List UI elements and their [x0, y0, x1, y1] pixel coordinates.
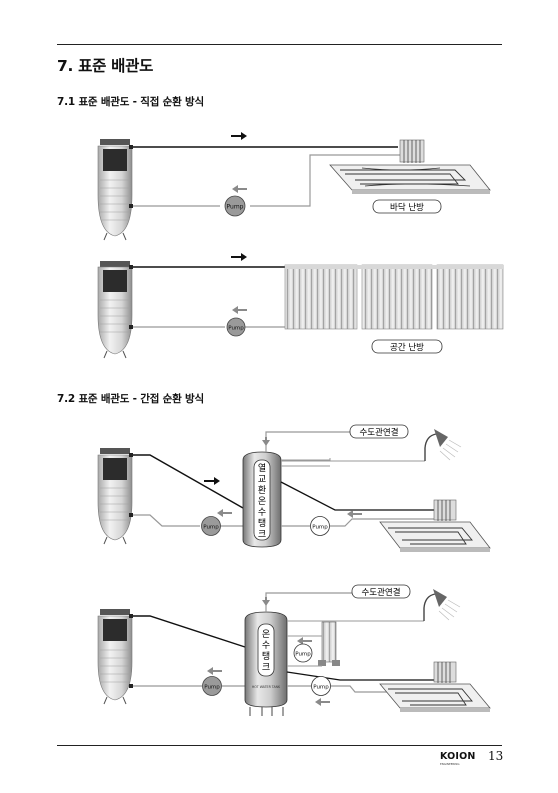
- return-arrow: [262, 597, 270, 606]
- return-arrow: [217, 509, 232, 517]
- supply-arrow: [231, 132, 247, 140]
- tank-label-char: 크: [262, 663, 270, 673]
- pump-icon: Pump: [311, 676, 331, 696]
- return-arrow: [232, 306, 247, 314]
- brand-sub: ENGINEERING: [440, 762, 460, 766]
- space-heating-label: 공간 난방: [390, 342, 424, 353]
- diagram-floor-heating: Pump 바닥 난방: [97, 132, 491, 241]
- pump-label: Pump: [312, 525, 328, 531]
- pump-label: Pump: [203, 525, 219, 531]
- pump-label: Pump: [313, 685, 329, 691]
- floor-heating-label: 바닥 난방: [390, 202, 424, 213]
- tank-label-char: 수: [258, 507, 266, 518]
- diagram-indirect-exchange-tank: Pump 열 교 환 온 수 탱 크 수도관연결: [97, 424, 491, 552]
- boiler-unit: [97, 261, 133, 359]
- pump-label: Pump: [227, 204, 244, 211]
- pump-label: Pump: [295, 652, 311, 658]
- water-connection-label-box: 수도관연결: [351, 584, 411, 599]
- radiators: [284, 264, 504, 330]
- tank-label-char: 크: [258, 530, 266, 540]
- section-7-1-heading: 7.1 표준 배관도 - 직접 순환 방식: [57, 96, 204, 108]
- floor-heating-panel: [379, 661, 491, 712]
- return-arrow: [262, 437, 270, 446]
- return-arrow: [347, 510, 362, 518]
- boiler-unit: [97, 448, 133, 545]
- tank-label-char: 온: [262, 629, 270, 640]
- pump-icon: Pump: [224, 195, 246, 217]
- floor-heating-label-box: 바닥 난방: [372, 199, 442, 214]
- brand-logo: KOIO͏N: [440, 751, 476, 762]
- supply-arrow: [204, 477, 220, 485]
- tank-label-char: 교: [258, 475, 266, 485]
- shower-head-icon: [423, 589, 461, 621]
- tank-label-char: 수: [262, 640, 270, 651]
- boiler-unit: [97, 609, 133, 705]
- section-7-2-heading: 7.2 표준 배관도 - 간접 순환 방식: [57, 393, 204, 405]
- diagram-space-heating: Pump 공간 난방: [97, 253, 504, 359]
- boiler-unit: [97, 139, 133, 241]
- return-arrow: [297, 637, 312, 645]
- pump-icon: Pump: [310, 516, 330, 536]
- tank-label-char: 탱: [262, 651, 270, 662]
- return-arrow: [232, 185, 247, 193]
- pump-icon: Pump: [226, 317, 246, 337]
- space-heating-label-box: 공간 난방: [371, 339, 443, 354]
- tank-label-char: 환: [258, 484, 266, 496]
- shower-head-icon: [424, 429, 462, 461]
- pump-label: Pump: [204, 685, 220, 691]
- floor-heating-panel: [379, 499, 491, 552]
- mini-radiator-icon: [318, 621, 340, 666]
- hot-water-tank: 온 수 탱 크 HOT WATER TANK: [244, 611, 288, 716]
- top-rule: [57, 44, 502, 45]
- water-connection-label: 수도관연결: [361, 587, 400, 598]
- pump-label: Pump: [228, 326, 244, 332]
- pump-icon: Pump: [201, 516, 221, 536]
- supply-arrow: [231, 253, 247, 261]
- diagram-indirect-hot-water-tank: Pump 온 수 탱 크 HOT WATER TANK 수도관연결: [97, 584, 491, 716]
- tank-label-char: 온: [258, 496, 266, 507]
- tank-plate-label: HOT WATER TANK: [252, 685, 281, 689]
- page-number: 13: [488, 749, 504, 763]
- water-connection-label-box: 수도관연결: [349, 424, 409, 439]
- pump-icon: Pump: [202, 676, 222, 696]
- page-title: 7. 표준 배관도: [57, 57, 154, 75]
- tank-label-char: 열: [258, 463, 266, 474]
- pump-icon: Pump: [293, 643, 313, 663]
- hot-water-tank: 열 교 환 온 수 탱 크: [242, 451, 282, 548]
- floor-heating-panel: [329, 139, 491, 194]
- water-connection-label: 수도관연결: [359, 427, 398, 438]
- bottom-rule: [57, 745, 502, 746]
- return-arrow: [207, 667, 222, 675]
- return-arrow: [315, 698, 330, 706]
- tank-label-char: 탱: [258, 518, 266, 529]
